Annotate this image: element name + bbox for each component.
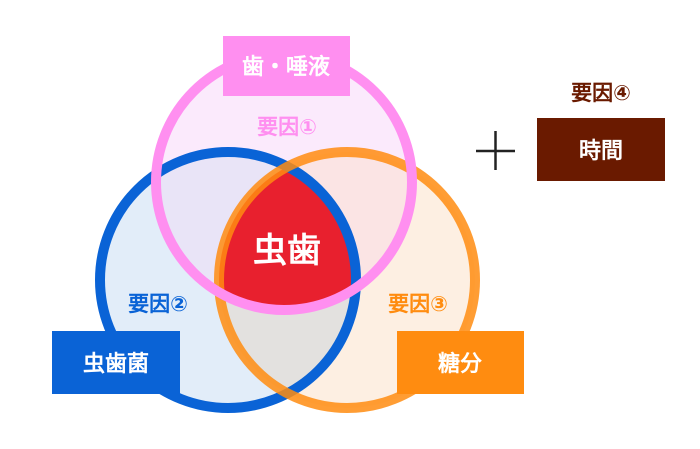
box-teeth-saliva [223, 36, 350, 96]
circle-bacteria-outline [95, 147, 361, 413]
overlap-all-cavity [219, 152, 356, 310]
box-bacteria [52, 331, 180, 394]
box-sugar-text: 糖分 [438, 351, 482, 377]
center-label: 虫歯 [253, 231, 321, 271]
box-time [537, 118, 665, 181]
box-time-text: 時間 [579, 139, 623, 164]
factor4-label: 要因④ [571, 81, 631, 105]
factor3-label: 要因③ [388, 292, 448, 316]
circle-sugar-outline [214, 147, 480, 413]
plus-icon [476, 131, 515, 170]
factor2-label: 要因② [128, 292, 188, 316]
factor1-label: 要因① [257, 115, 317, 139]
box-bacteria-text: 虫歯菌 [83, 351, 149, 377]
box-sugar [397, 331, 524, 394]
box-teeth-saliva-text: 歯・唾液 [242, 54, 330, 80]
